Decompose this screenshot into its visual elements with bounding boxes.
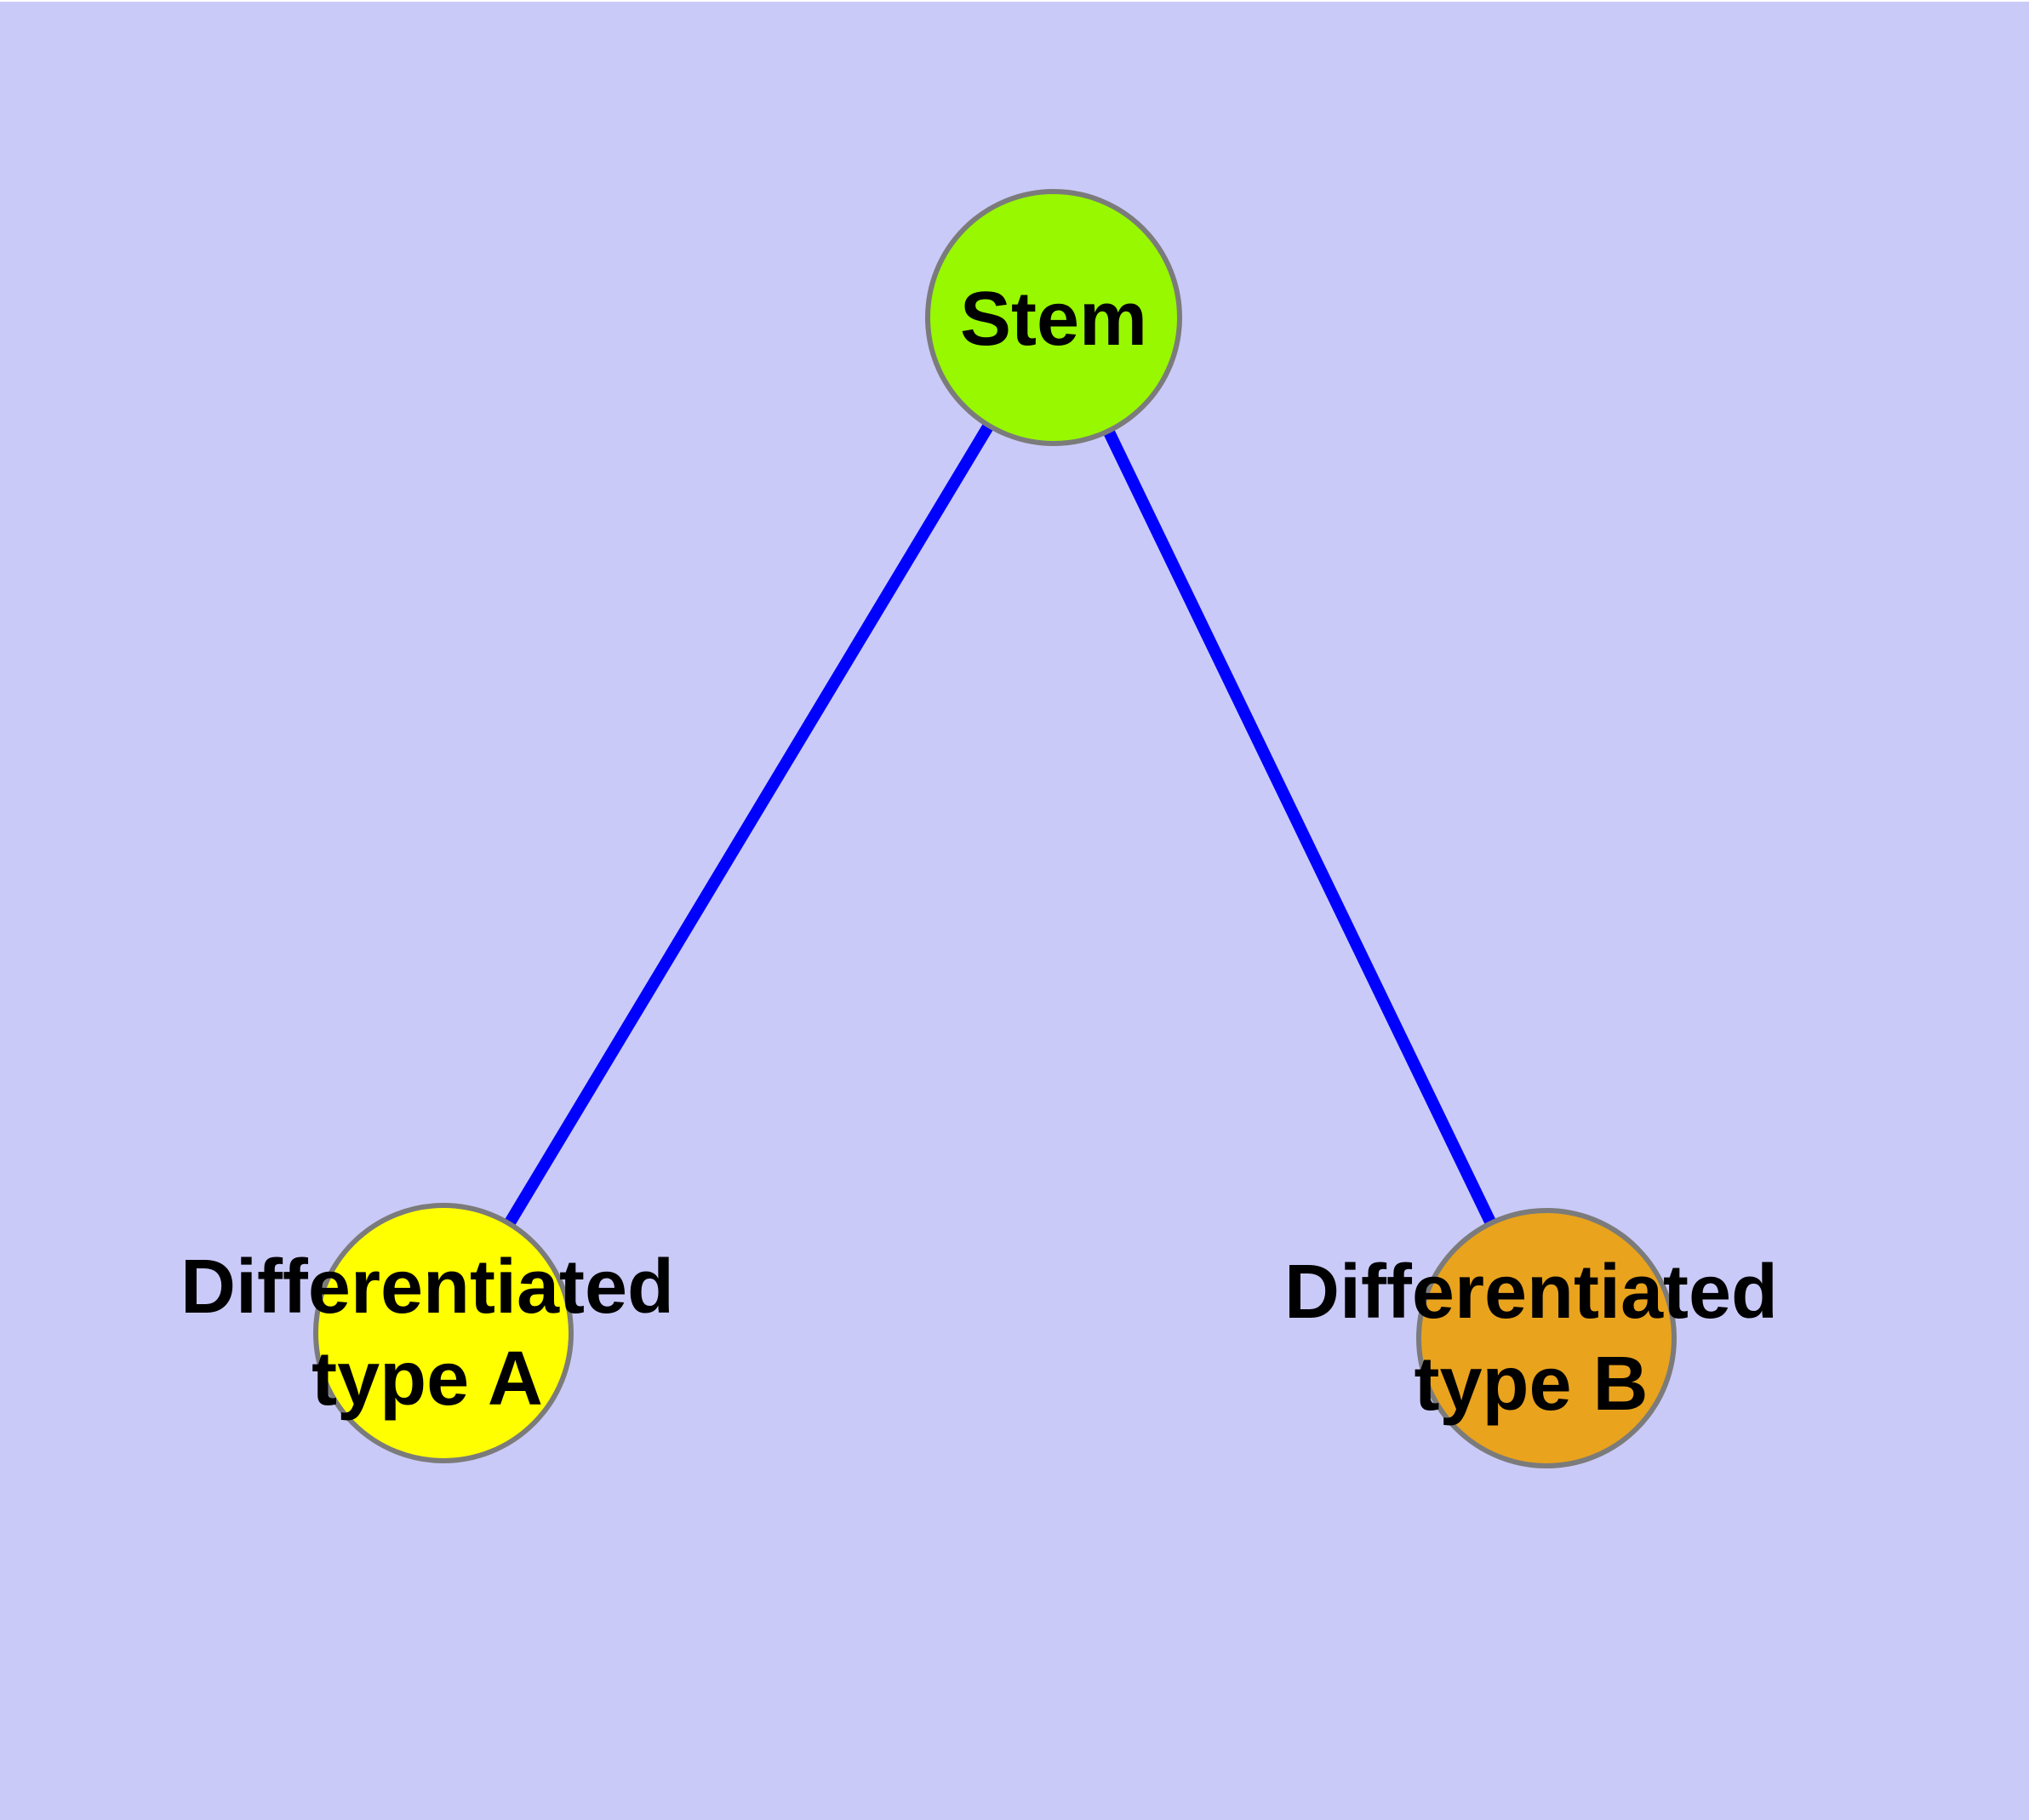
node-stem-label: Stem xyxy=(960,277,1147,362)
node-differentiated-type-a xyxy=(313,1203,574,1463)
node-differentiated-type-a-label-line-1: Differentiated xyxy=(180,1245,674,1330)
node-differentiated-type-a-label-line-2: type A xyxy=(311,1336,543,1422)
node-differentiated-type-b xyxy=(1416,1208,1677,1468)
top-edge-strip xyxy=(0,0,2029,2)
node-differentiated-type-b-label-line-2: type B xyxy=(1414,1342,1648,1427)
node-stem xyxy=(925,189,1182,446)
edge-stem-to-differentiated-type-b xyxy=(1048,314,1552,1342)
node-differentiated-type-b-label-line-1: Differentiated xyxy=(1284,1250,1778,1335)
edge-stem-to-differentiated-type-a xyxy=(438,314,1059,1336)
